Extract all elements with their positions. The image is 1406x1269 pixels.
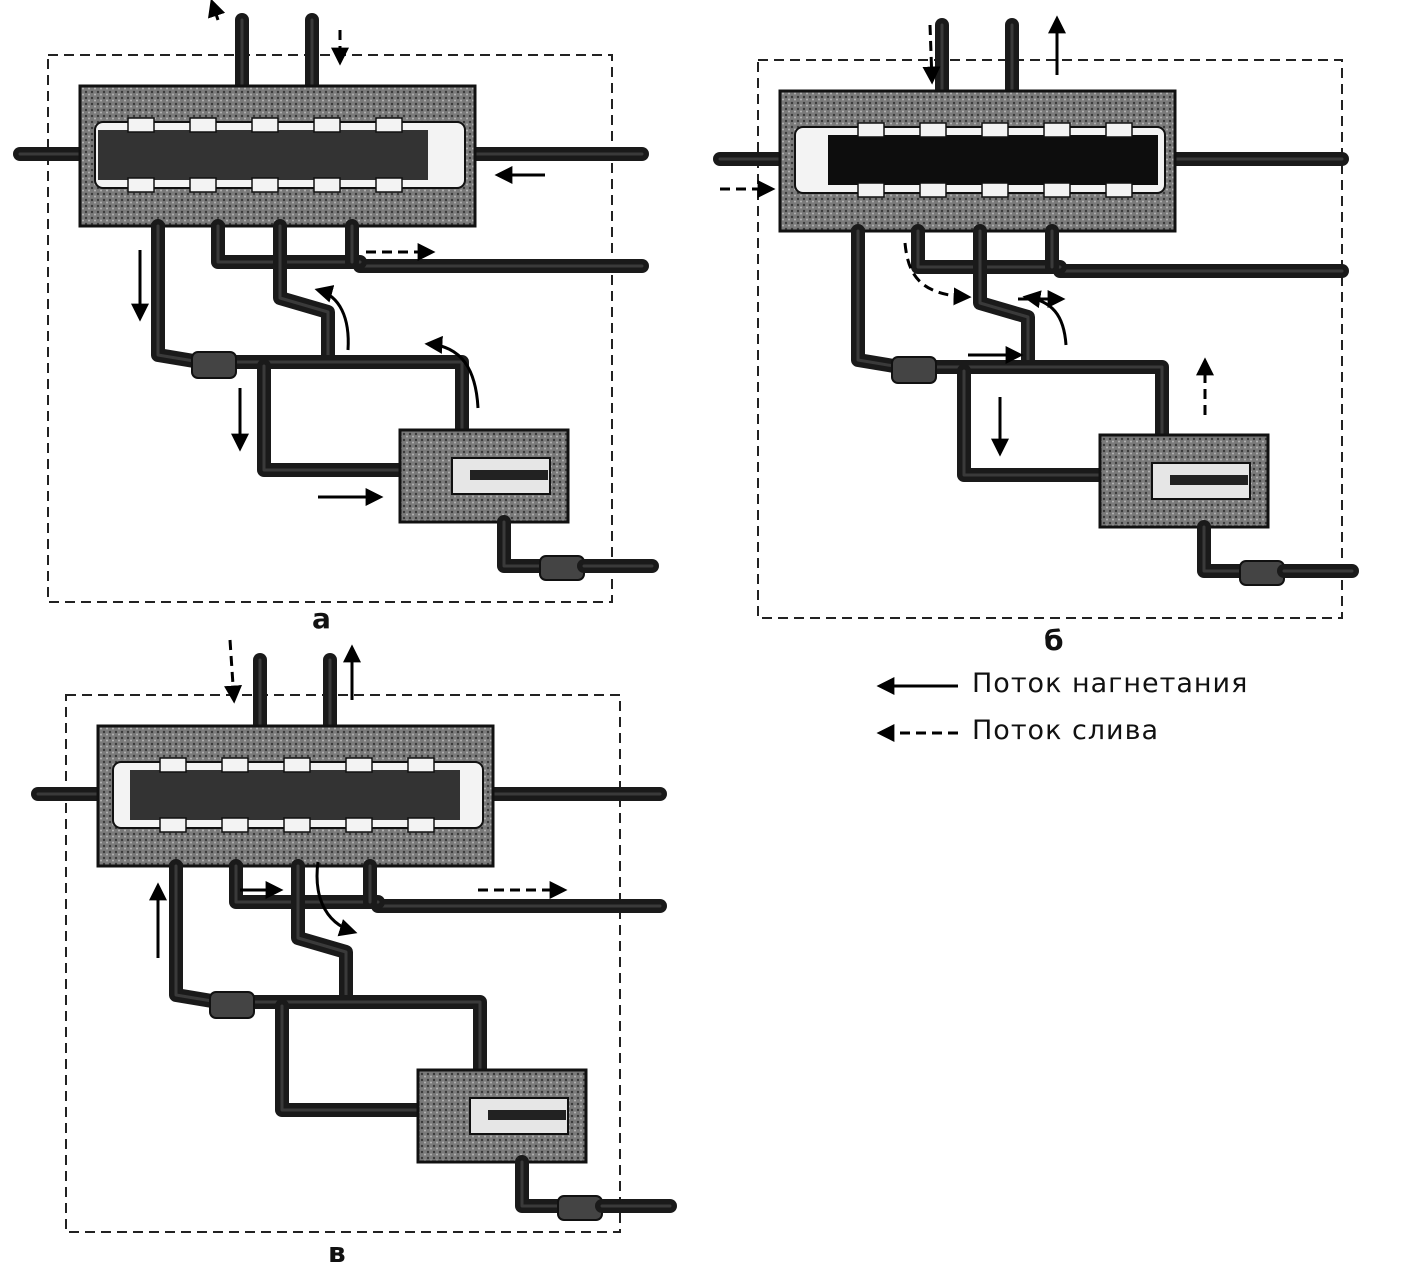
line-b	[273, 219, 335, 367]
panel-label-v: в	[328, 1236, 346, 1269]
line-a	[151, 219, 207, 369]
line-a	[851, 224, 907, 374]
cyl-return	[257, 359, 407, 477]
cyl-outlet	[515, 1155, 565, 1213]
line-a-core	[174, 864, 220, 1004]
flow-arrow	[224, 639, 243, 704]
spool-land	[251, 177, 279, 193]
spool-land	[221, 757, 249, 773]
line-drain-inner	[911, 224, 1067, 274]
panel-a	[13, 0, 659, 603]
panel-b	[713, 15, 1359, 619]
cyl-supply-core	[252, 1000, 482, 1082]
spool-land	[159, 757, 187, 773]
spool-land	[345, 817, 373, 833]
spool-land	[313, 177, 341, 193]
spool-land	[345, 757, 373, 773]
line-a-core	[156, 224, 202, 364]
spool-land	[313, 117, 341, 133]
flow-arrow	[424, 335, 480, 409]
spool-land	[407, 817, 435, 833]
cyl-outlet	[497, 515, 547, 573]
cyl-outlet	[1197, 520, 1247, 578]
spool-land	[375, 117, 403, 133]
cyl-supply-core	[234, 360, 464, 442]
cyl-outlet-core	[1202, 525, 1242, 573]
spool	[828, 135, 1158, 185]
spool-land	[1043, 122, 1071, 138]
spool-land	[127, 117, 155, 133]
cyl-return	[957, 364, 1107, 482]
panel-v	[31, 639, 677, 1233]
legend-pressure-label: Поток нагнетания	[972, 668, 1249, 699]
panel-frame	[65, 694, 621, 1233]
line-a	[169, 859, 225, 1009]
line-b-core	[296, 864, 348, 1002]
panel-frame	[757, 59, 1343, 619]
cyl-return-core	[280, 1004, 420, 1112]
spool-land	[981, 122, 1009, 138]
spool-land	[251, 117, 279, 133]
panel-frame	[47, 54, 613, 603]
flow-arrow	[208, 0, 226, 21]
spool-land	[1105, 182, 1133, 198]
line-drain-inner-core	[916, 229, 1062, 269]
coupler-a	[191, 351, 237, 379]
spool-land	[857, 182, 885, 198]
cyl-outlet-core	[502, 520, 542, 568]
spool	[130, 770, 460, 820]
spool-land	[857, 122, 885, 138]
cylinder-piston	[488, 1110, 566, 1120]
spool-land	[407, 757, 435, 773]
coupler-a	[891, 356, 937, 384]
cyl-return-core	[262, 364, 402, 472]
line-b-core	[978, 229, 1030, 367]
spool-land	[919, 182, 947, 198]
spool-land	[189, 117, 217, 133]
cyl-supply-core	[934, 365, 1164, 447]
spool-land	[919, 122, 947, 138]
flow-arrow	[314, 285, 350, 351]
spool-land	[127, 177, 155, 193]
spool-land	[1105, 122, 1133, 138]
panel-label-a: а	[312, 602, 331, 635]
cyl-outlet-core	[520, 1160, 560, 1208]
coupler-a	[209, 991, 255, 1019]
cyl-return-core	[962, 369, 1102, 477]
spool-land	[283, 757, 311, 773]
line-drain-inner	[211, 219, 367, 269]
flow-arrow	[315, 861, 358, 937]
flow-arrow	[903, 242, 972, 306]
spool-land	[981, 182, 1009, 198]
line-drain-inner	[229, 859, 385, 909]
panel-label-b: б	[1044, 624, 1064, 657]
line-drain-inner-core	[216, 224, 362, 264]
spool-land	[283, 817, 311, 833]
legend-drain-label: Поток слива	[972, 715, 1160, 746]
cyl-return	[275, 999, 425, 1117]
flow-arrow	[922, 24, 941, 85]
spool-land	[1043, 182, 1071, 198]
spool-land	[189, 177, 217, 193]
cylinder-piston	[470, 470, 548, 480]
line-a-core	[856, 229, 902, 369]
spool-land	[221, 817, 249, 833]
spool	[98, 130, 428, 180]
spool-land	[375, 177, 403, 193]
spool-land	[159, 817, 187, 833]
line-b-core	[278, 224, 330, 362]
line-b	[291, 859, 353, 1007]
line-drain-inner-core	[234, 864, 380, 904]
cylinder-piston	[1170, 475, 1248, 485]
legend	[876, 677, 958, 742]
